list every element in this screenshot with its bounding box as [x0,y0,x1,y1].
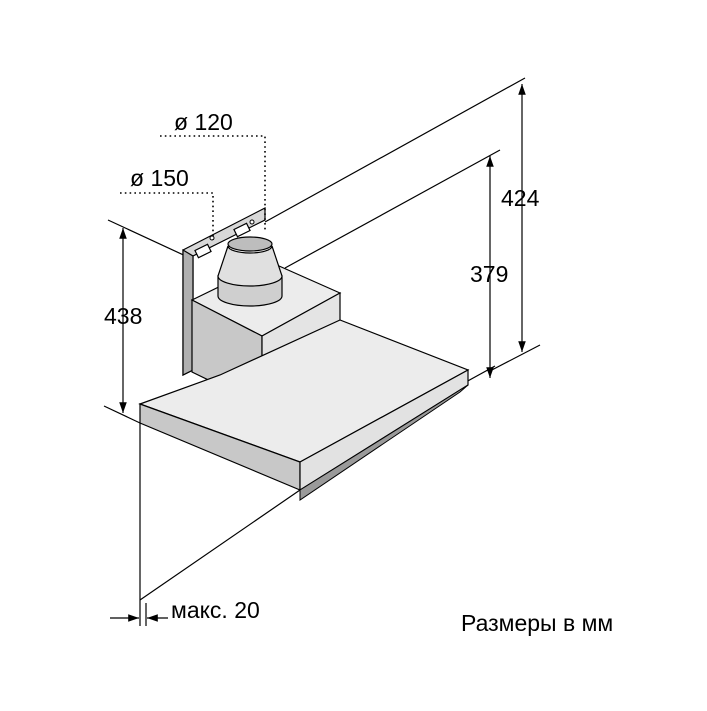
exhaust-connector [217,236,283,307]
hood-body [138,207,470,501]
screw-right [249,219,255,225]
dimension-438-label: 438 [104,303,142,329]
connector-outlet [227,236,273,252]
screw-left [209,235,215,241]
diameter-150-label: ø 150 [130,165,189,191]
labels: ø 120 ø 150 424 379 438 макс. 20 Размеры… [104,109,613,636]
dimension-379-label: 379 [470,261,508,287]
dimension-424-label: 424 [501,185,540,211]
units-note: Размеры в мм [461,610,613,636]
max-20-label: макс. 20 [171,597,260,623]
slot-right [233,222,251,238]
diameter-leaders [120,135,266,240]
wall-outline [139,423,301,626]
dimension-arrows [110,84,526,622]
connector-cone [217,245,283,287]
slot-left [194,243,212,259]
canopy-underside [299,384,469,501]
mounting-slots [194,219,255,259]
diameter-120-label: ø 120 [174,109,233,135]
